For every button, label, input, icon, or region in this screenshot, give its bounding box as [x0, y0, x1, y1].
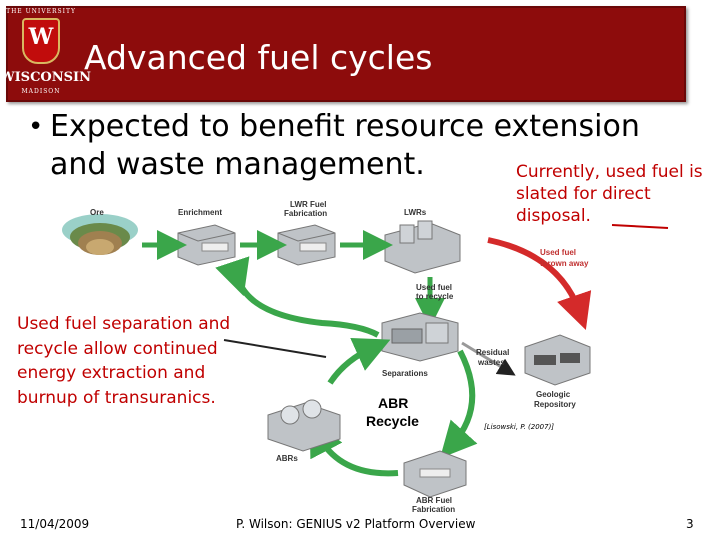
separations-icon — [381, 312, 459, 362]
bullet-text: Expected to benefit resource extension a… — [50, 108, 640, 184]
label-abr-fab-2: Fabrication — [412, 505, 455, 514]
logo-line2: WISCONSIN — [0, 70, 91, 85]
crest-letter: W — [28, 24, 54, 50]
fuel-cycle-diagram: Ore Enrichment LWR Fuel Fabrication LWRs… — [62, 200, 669, 514]
title-bar — [6, 6, 686, 102]
label-abr-1: ABR — [378, 395, 408, 411]
enrichment-icon — [177, 224, 236, 266]
header: THE UNIVERSITY W WISCONSIN MADISON Advan… — [0, 0, 720, 102]
geologic-repository-icon — [524, 334, 591, 386]
slide-title: Advanced fuel cycles — [84, 38, 433, 77]
page-number: 3 — [686, 517, 694, 531]
logo-line3: MADISON — [21, 88, 61, 95]
label-lwr-fab-1: LWR Fuel — [290, 200, 326, 209]
citation: [Lisowski, P. (2007)] — [484, 423, 555, 431]
label-enrichment: Enrichment — [178, 208, 222, 217]
label-geologic-1: Geologic — [536, 390, 571, 399]
label-geologic-2: Repository — [534, 400, 576, 409]
bullet-line-2: and waste management. — [50, 147, 425, 182]
label-lwr-fab-2: Fabrication — [284, 209, 327, 218]
arrow-residual-wastes — [461, 341, 516, 376]
arrow-separation-to-lwr-fab — [215, 256, 380, 338]
footer-center: P. Wilson: GENIUS v2 Platform Overview — [236, 517, 476, 531]
bullet-line-1: Expected to benefit resource extension — [50, 109, 640, 144]
abr-fabrication-icon — [403, 450, 467, 498]
label-ore: Ore — [90, 208, 104, 217]
pointer-note-right — [611, 224, 669, 229]
arrow-abrs-to-separations — [327, 337, 391, 385]
university-logo: THE UNIVERSITY W WISCONSIN MADISON — [0, 4, 91, 96]
pointer-note-left — [223, 339, 327, 358]
label-abr-2: Recycle — [366, 413, 419, 429]
ore-icon — [62, 214, 138, 255]
lwr-reactor-icon — [384, 220, 461, 274]
label-abrs: ABRs — [276, 454, 298, 463]
note-separation-recycle: Used fuel separation and recycle allow c… — [17, 314, 231, 408]
footer-date: 11/04/2009 — [20, 517, 90, 531]
note-direct-disposal: Currently, used fuel is slated for direc… — [516, 162, 703, 226]
label-separations: Separations — [382, 369, 428, 378]
arrow-separation-to-abr-fab — [439, 349, 478, 459]
lwr-fabrication-icon — [277, 224, 336, 266]
abr-reactor-icon — [267, 399, 341, 452]
label-used-thrown-2: thrown away — [540, 259, 589, 268]
arrow-used-fuel-thrown-away — [487, 237, 592, 331]
label-abr-fab-1: ABR Fuel — [416, 496, 452, 505]
logo-line1: THE UNIVERSITY — [6, 8, 76, 15]
label-residual-1: Residual — [476, 348, 509, 357]
label-used-recycle-1: Used fuel — [416, 283, 452, 292]
label-used-recycle-2: to recycle — [416, 292, 454, 301]
label-residual-2: wastes — [477, 358, 505, 367]
label-lwrs: LWRs — [404, 208, 427, 217]
bullet-icon: • — [28, 112, 44, 142]
label-used-thrown-1: Used fuel — [540, 248, 576, 257]
crest-icon: W — [22, 18, 60, 64]
